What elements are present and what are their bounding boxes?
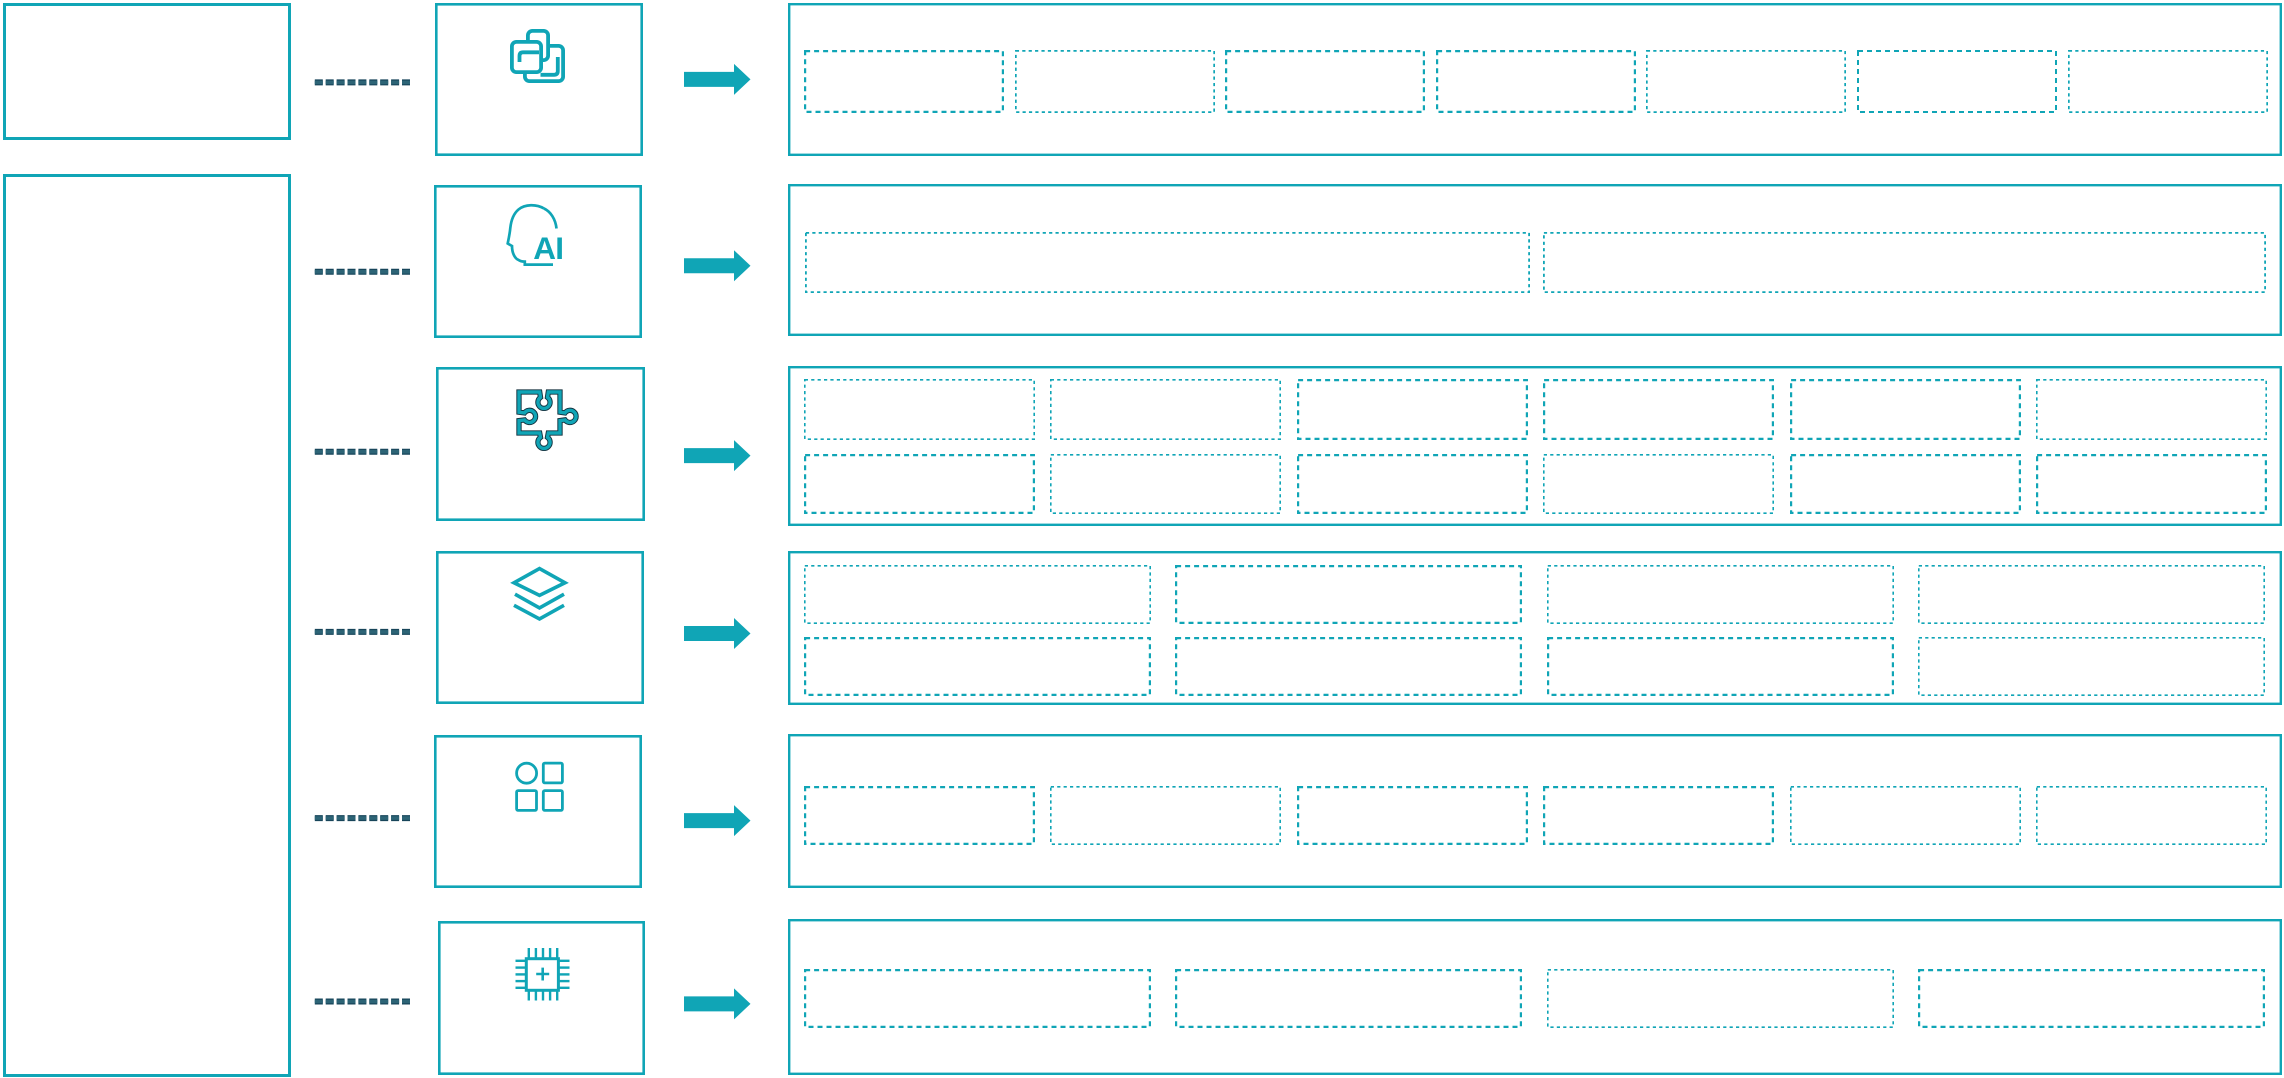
svg-text:AI: AI [533,230,563,266]
